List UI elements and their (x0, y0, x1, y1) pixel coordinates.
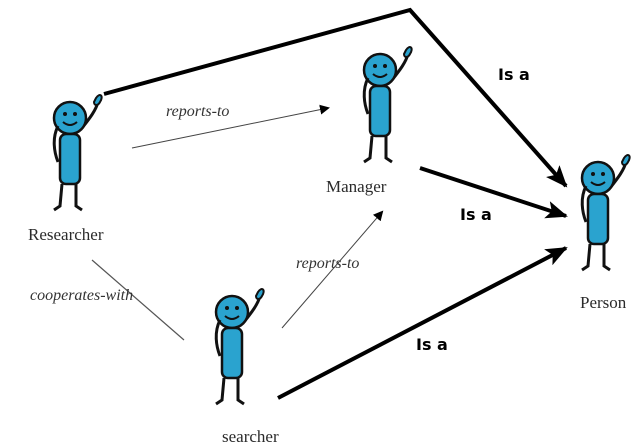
node-label-person: Person (580, 293, 627, 312)
stick-figure-icon (214, 287, 266, 406)
edge-cooperates-with (91, 259, 185, 341)
edge-label-reports-to: reports-to (166, 103, 229, 120)
edge-label-is-a: Is a (460, 205, 492, 224)
edge-reports-to-2 (281, 210, 384, 329)
stick-figure-icon (362, 45, 414, 164)
edge-label-is-a: Is a (416, 335, 448, 354)
node-label-manager: Manager (326, 177, 387, 196)
edge-reports-to-1 (131, 104, 330, 149)
edge-label-cooperates-with: cooperates-with (30, 287, 133, 304)
stick-figure-icon (580, 153, 632, 272)
edge-label-reports-to: reports-to (296, 255, 359, 272)
stick-figure-icon (52, 93, 104, 212)
edge-is-a-top (103, 7, 568, 188)
node-label-researcher: Researcher (28, 225, 104, 244)
edge-is-a-middle (419, 166, 568, 219)
edge-label-is-a: Is a (498, 65, 530, 84)
node-label-researcher-cropped: searcher (222, 427, 279, 446)
edge-is-a-bottom (277, 246, 568, 400)
